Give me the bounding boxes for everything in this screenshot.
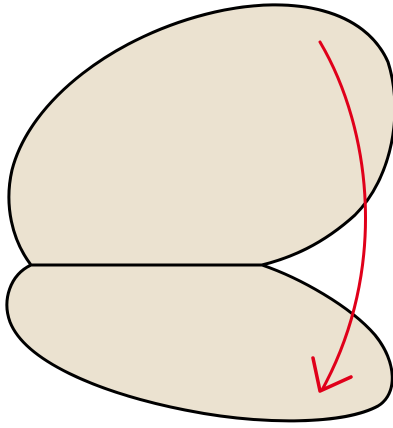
fold-diagram bbox=[0, 0, 393, 428]
